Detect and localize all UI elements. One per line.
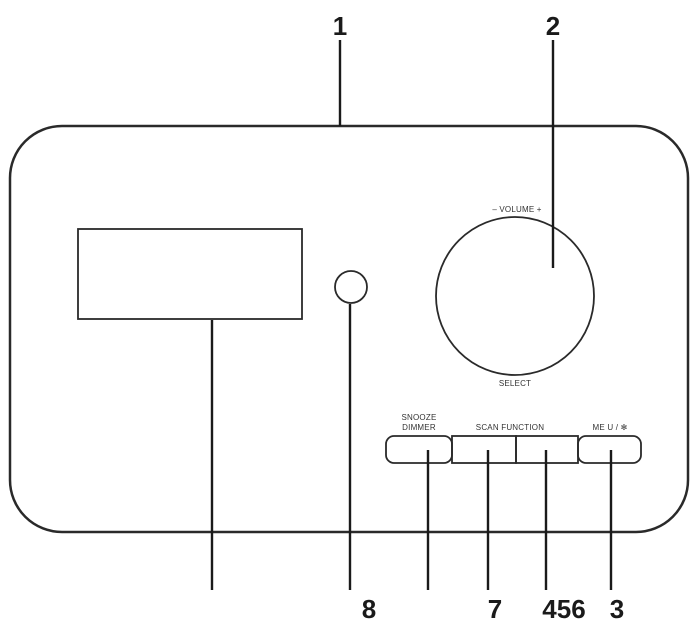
button-strip — [385, 435, 642, 464]
callout-1: 1 — [333, 11, 347, 41]
callout-2: 2 — [546, 11, 560, 41]
menu-label: ME U / ✻ — [593, 423, 628, 432]
volume-label: – VOLUME + — [492, 205, 541, 214]
button-scan — [451, 435, 517, 464]
callout-3: 3 — [610, 594, 624, 624]
dimmer-label: DIMMER — [402, 423, 436, 432]
snooze-label: SNOOZE — [402, 413, 437, 422]
sensor-circle — [334, 270, 368, 304]
callout-8: 8 — [362, 594, 376, 624]
scan-function-label: SCAN FUNCTION — [476, 423, 544, 432]
select-label: SELECT — [499, 379, 531, 388]
callout-7: 7 — [488, 594, 502, 624]
volume-select-knob — [435, 216, 595, 376]
button-menu — [577, 435, 642, 464]
callout-456: 456 — [542, 594, 585, 624]
display-window — [77, 228, 303, 320]
button-snooze-dimmer — [385, 435, 453, 464]
